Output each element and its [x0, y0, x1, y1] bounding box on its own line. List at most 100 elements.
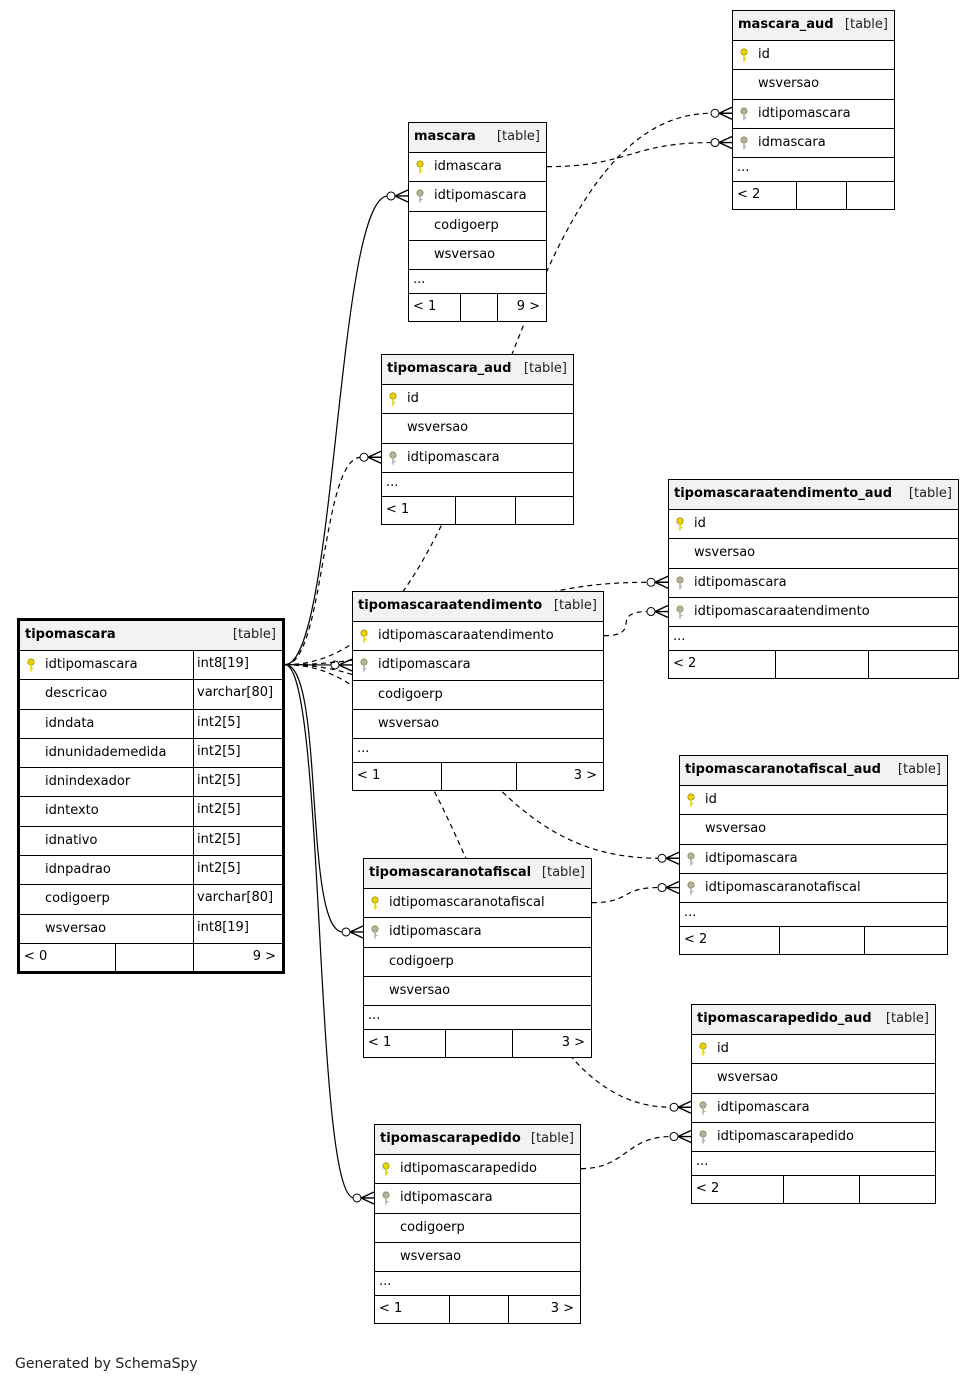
- more-columns-row: ...: [375, 1272, 580, 1297]
- parents-count[interactable]: < 2: [696, 1181, 720, 1197]
- column-row[interactable]: id: [382, 385, 573, 415]
- column-type: int2[5]: [193, 856, 241, 885]
- crows-foot-marker: [654, 575, 669, 589]
- table-tipomascarapedido[interactable]: tipomascarapedido [table] idtipomascarap…: [374, 1124, 581, 1325]
- parents-count[interactable]: < 2: [737, 187, 761, 203]
- generated-by-label: Generated by SchemaSpy: [15, 1356, 198, 1372]
- column-name: descricao: [45, 686, 108, 702]
- relationship-line: [284, 664, 355, 1199]
- table-kind-label: [table]: [523, 361, 567, 376]
- column-row[interactable]: idtipomascaraatendimento: [669, 598, 958, 628]
- column-row[interactable]: idtipomascaranotafiscal: [364, 889, 591, 919]
- children-count[interactable]: 3 >: [561, 1035, 585, 1051]
- primary-key-icon: [686, 793, 696, 807]
- parents-count[interactable]: < 1: [368, 1035, 392, 1051]
- column-row[interactable]: codigoerp varchar[80]: [20, 885, 282, 915]
- children-count[interactable]: 9 >: [516, 299, 540, 315]
- children-count[interactable]: 3 >: [550, 1301, 574, 1317]
- table-footer: < 1 3 >: [375, 1296, 580, 1324]
- parents-count[interactable]: < 1: [379, 1301, 403, 1317]
- relationship-line: [284, 581, 649, 666]
- column-row[interactable]: idtipomascara: [669, 569, 958, 598]
- column-row[interactable]: idtipomascara: [680, 845, 947, 874]
- column-row[interactable]: wsversao: [382, 414, 573, 444]
- column-row[interactable]: wsversao: [733, 70, 894, 100]
- foreign-key-icon: [698, 1101, 708, 1115]
- more-columns-row: ...: [364, 1006, 591, 1031]
- crows-foot-marker: [665, 851, 680, 865]
- column-row[interactable]: idmascara: [733, 129, 894, 159]
- column-name: idnpadrao: [45, 862, 111, 878]
- parents-count[interactable]: < 2: [684, 932, 708, 948]
- table-footer: < 1: [382, 496, 573, 524]
- column-row[interactable]: wsversao: [692, 1064, 935, 1094]
- column-row[interactable]: idtipomascara: [382, 444, 573, 473]
- column-row[interactable]: wsversao: [353, 710, 603, 740]
- column-row[interactable]: idtipomascara: [692, 1094, 935, 1123]
- footer-cell: [779, 927, 864, 955]
- column-row[interactable]: wsversao: [680, 815, 947, 845]
- children-count[interactable]: 9 >: [252, 948, 276, 964]
- column-row[interactable]: codigoerp: [353, 681, 603, 710]
- column-row[interactable]: idtipomascara: [409, 182, 546, 212]
- column-row[interactable]: id: [669, 510, 958, 540]
- table-tipomascaranotafiscal[interactable]: tipomascaranotafiscal [table] idtipomasc…: [363, 858, 592, 1059]
- column-row[interactable]: idtipomascara: [733, 100, 894, 129]
- column-row[interactable]: idtipomascarapedido: [692, 1123, 935, 1153]
- column-row[interactable]: id: [680, 786, 947, 816]
- column-row[interactable]: idtipomascara: [353, 651, 603, 681]
- table-tipomascaraatendimento[interactable]: tipomascaraatendimento [table] idtipomas…: [352, 591, 604, 792]
- column-row[interactable]: wsversao: [669, 539, 958, 569]
- table-footer: < 2: [733, 182, 894, 210]
- column-name: idtipomascara: [400, 1190, 493, 1206]
- column-type: varchar[80]: [193, 885, 273, 914]
- column-name: idtipomascaranotafiscal: [705, 879, 861, 895]
- parents-count[interactable]: < 0: [24, 948, 48, 964]
- table-kind-label: [table]: [496, 129, 540, 144]
- foreign-key-icon: [370, 925, 380, 939]
- crows-foot-marker: [349, 925, 364, 939]
- column-row[interactable]: codigoerp: [375, 1214, 580, 1243]
- column-row[interactable]: idtipomascara: [375, 1184, 580, 1214]
- column-type: int8[19]: [193, 914, 249, 943]
- foreign-key-icon: [686, 881, 696, 895]
- relationship-line: [284, 195, 389, 666]
- column-row[interactable]: wsversao: [364, 977, 591, 1007]
- children-count[interactable]: 3 >: [573, 768, 597, 784]
- optional-marker: [669, 1102, 679, 1112]
- parents-count[interactable]: < 1: [386, 501, 410, 517]
- column-row[interactable]: id: [733, 41, 894, 71]
- column-name: codigoerp: [45, 891, 110, 907]
- column-row[interactable]: wsversao: [409, 241, 546, 271]
- column-row[interactable]: idtipomascarapedido: [375, 1155, 580, 1185]
- column-row[interactable]: codigoerp: [364, 948, 591, 977]
- column-row[interactable]: idtipomascaranotafiscal: [680, 874, 947, 904]
- column-row[interactable]: idmascara: [409, 153, 546, 183]
- parents-count[interactable]: < 1: [413, 299, 437, 315]
- column-row[interactable]: idtipomascaraatendimento: [353, 622, 603, 652]
- column-name: wsversao: [694, 545, 756, 561]
- column-row[interactable]: id: [692, 1035, 935, 1065]
- column-row[interactable]: wsversao: [375, 1243, 580, 1273]
- parents-count[interactable]: < 2: [673, 656, 697, 672]
- table-kind-label: [table]: [541, 865, 585, 880]
- column-row[interactable]: idtipomascara: [364, 918, 591, 948]
- column-row[interactable]: codigoerp: [409, 212, 546, 241]
- parents-count[interactable]: < 1: [357, 768, 381, 784]
- column-row[interactable]: idnpadrao int2[5]: [20, 856, 282, 886]
